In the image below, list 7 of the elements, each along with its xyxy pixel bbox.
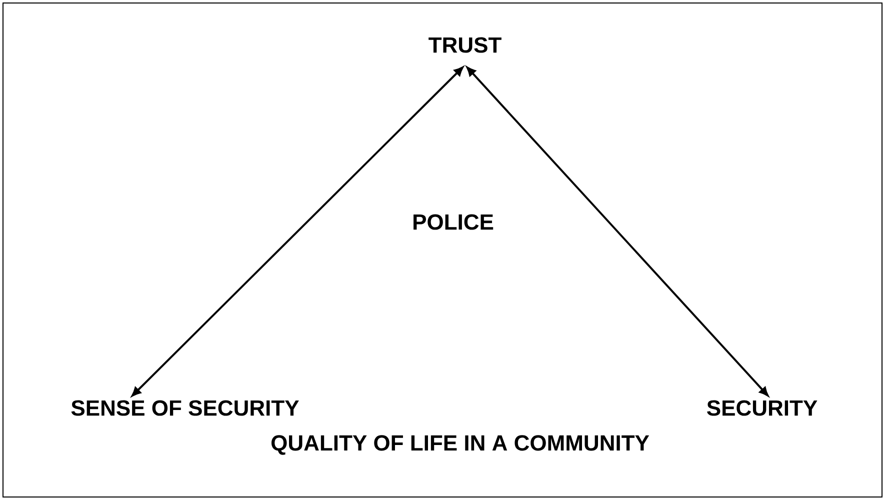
node-label: SENSE OF SECURITY — [71, 400, 299, 416]
node-label: SECURITY — [707, 400, 818, 416]
double-arrow — [132, 66, 464, 396]
double-arrow — [466, 66, 768, 396]
node-label: POLICE — [414, 214, 494, 230]
node-label: TRUST — [428, 37, 502, 53]
node-label: QUALITY OF LIFE IN A COMMUNITY — [271, 435, 650, 455]
